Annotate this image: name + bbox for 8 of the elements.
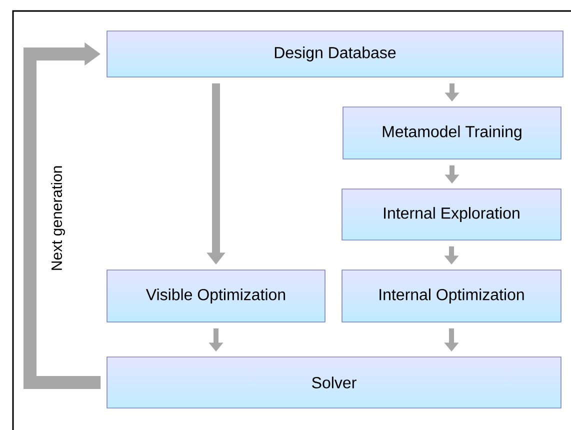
- process-box: Solver: [106, 356, 562, 408]
- process-box: Internal Optimization: [342, 270, 562, 322]
- arrow: [24, 42, 101, 389]
- edge-label: Next generation: [51, 166, 65, 270]
- process-box: Metamodel Training: [342, 106, 562, 160]
- process-box: Visible Optimization: [106, 270, 326, 322]
- process-box: Design Database: [106, 30, 564, 78]
- process-box: Internal Exploration: [342, 188, 562, 240]
